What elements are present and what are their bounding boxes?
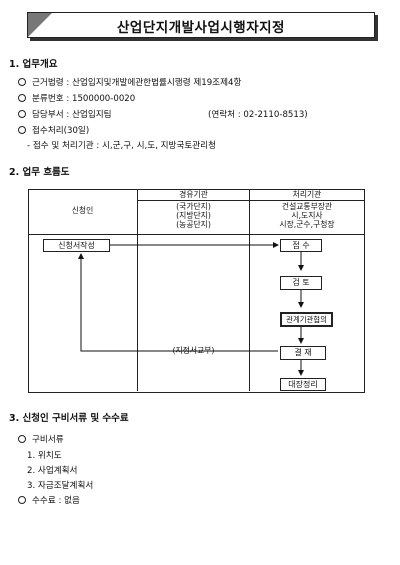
box-consult: 관계기관협의 — [280, 312, 333, 327]
processing-agencies: - 접수 및 처리기관 : 시,군,구, 시,도, 지방국토관리청 — [27, 141, 216, 151]
workflow-diagram: 경유기관 처리기관 신청인 (국가단지) (지방단지) (농공단지) 건설교통부… — [28, 189, 365, 393]
item-value: 1500000-0020 — [72, 94, 136, 104]
box-apply: 신청서작성 — [43, 239, 110, 252]
item-label: 담당부서 — [32, 110, 64, 120]
col-header-via: 경유기관 — [179, 190, 208, 199]
header-bottom-line — [28, 234, 364, 235]
workflow-table — [28, 189, 365, 393]
section1-heading: 1. 업무개요 — [9, 59, 58, 70]
doc-item: 3. 자금조달계획서 — [27, 481, 94, 491]
box-ledger: 대장정리 — [280, 378, 326, 391]
overview-item-code: 분류번호 : 1500000-0020 — [18, 92, 135, 104]
item-label: 근거법령 — [32, 78, 64, 88]
doc-item: 2. 사업계획서 — [27, 466, 78, 476]
required-docs-header: 구비서류 — [18, 433, 64, 445]
item-value: 산업입지및개발에관한법률시행령 제19조제4항 — [72, 78, 242, 88]
circle-bullet-icon — [18, 125, 26, 134]
box-decide: 결 재 — [280, 346, 326, 360]
overview-item-processing: 접수처리(30일) — [18, 124, 89, 136]
via-org-national: (국가단지) — [176, 202, 211, 211]
section3-heading: 3. 신청인 구비서류 및 수수료 — [9, 413, 129, 424]
title-notch-decoration — [28, 13, 52, 37]
contact-number: (연락처 : 02-2110-8513) — [208, 110, 308, 120]
title-banner: 산업단지개발사업시행자지정 — [27, 12, 375, 38]
col-header-processing: 처리기관 — [292, 190, 322, 199]
item-label: 분류번호 — [32, 94, 64, 104]
column-divider — [249, 189, 250, 391]
circle-bullet-icon — [18, 77, 26, 86]
circle-bullet-icon — [18, 434, 26, 443]
via-org-agri: (농공단지) — [176, 220, 211, 229]
applicant-header: 신청인 — [71, 206, 94, 215]
doc-item: 1. 위치도 — [27, 451, 62, 461]
via-org-local: (지방단지) — [176, 211, 211, 220]
overview-item-dept: 담당부서 : 산업입지팀 — [18, 108, 112, 120]
circle-bullet-icon — [18, 495, 26, 504]
notice-label: (지정서교부) — [172, 346, 215, 355]
column-divider — [137, 189, 138, 391]
fee-text: 수수료 : 없음 — [32, 496, 80, 506]
item-value: 산업입지팀 — [72, 110, 112, 120]
fee-item: 수수료 : 없음 — [18, 494, 80, 506]
proc-org-mayor: 시장,군수,구청장 — [279, 220, 335, 229]
box-receive: 접 수 — [280, 239, 322, 252]
proc-org-minister: 건설교통부장관 — [281, 202, 333, 211]
overview-item-law: 근거법령 : 산업입지및개발에관한법률시행령 제19조제4항 — [18, 76, 241, 88]
required-docs-label: 구비서류 — [32, 435, 64, 445]
box-review: 검 토 — [280, 276, 322, 290]
proc-org-governor: 시,도지사 — [291, 211, 323, 220]
section2-heading: 2. 업무 흐름도 — [9, 167, 70, 178]
flow-arrows — [78, 242, 304, 376]
header-divider — [137, 200, 364, 201]
circle-bullet-icon — [18, 109, 26, 118]
page-title: 산업단지개발사업시행자지정 — [117, 20, 285, 36]
circle-bullet-icon — [18, 93, 26, 102]
arrow-decide-to-applicant — [78, 253, 278, 352]
item-label: 접수처리(30일) — [32, 126, 90, 136]
